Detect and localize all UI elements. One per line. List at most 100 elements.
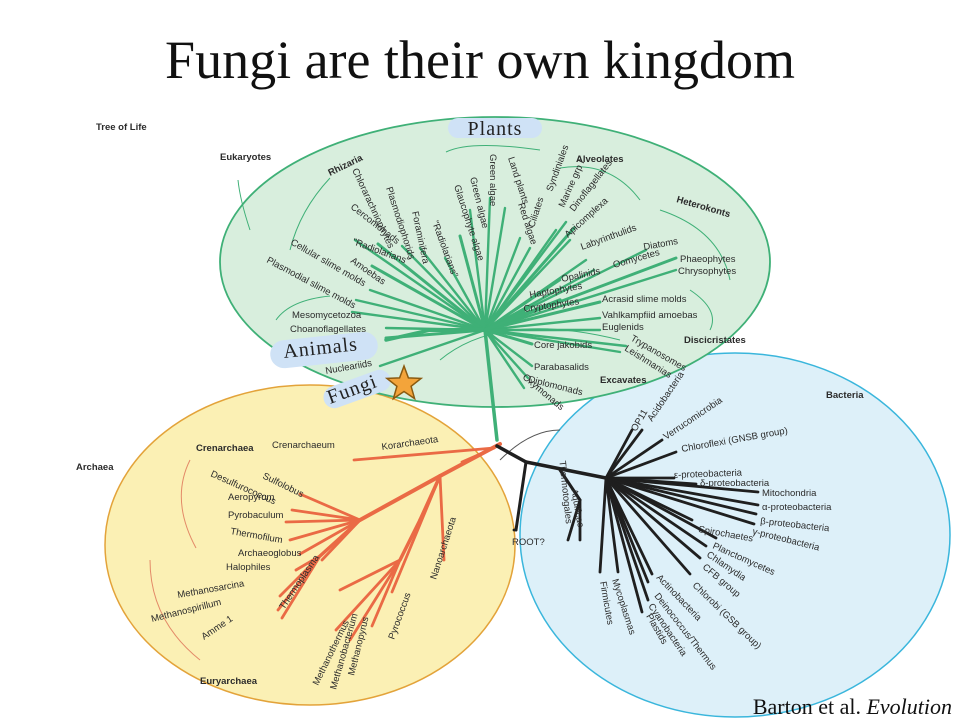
archaea-branch	[290, 508, 362, 522]
eukaryote-label: Phaeophytes	[680, 254, 736, 265]
bacteria-branch	[604, 476, 708, 548]
eukaryote-branch	[483, 328, 534, 346]
bacteria-label: ROOT?	[512, 537, 545, 548]
bacteria-label: Mitochondria	[762, 488, 817, 499]
archaea-label: Halophiles	[226, 562, 271, 573]
eukaryote-branch	[483, 238, 572, 332]
citation: Barton et al. Evolution	[753, 694, 952, 720]
tree-branch	[558, 468, 582, 502]
archaea-branch	[298, 492, 362, 522]
eukaryote-branch	[483, 298, 532, 332]
eukaryote-label: Parabasalids	[534, 362, 589, 373]
bacteria-branch	[604, 428, 644, 480]
bacteria-branch	[604, 450, 678, 480]
group-label-alveolates: Alveolates	[576, 154, 624, 165]
bacteria-region	[519, 352, 951, 718]
eukaryote-branch	[400, 244, 487, 332]
bacteria-label: α-proteobacteria	[762, 502, 832, 513]
eukaryote-branch	[468, 208, 487, 332]
tree-branch	[483, 298, 562, 332]
bacteria-branch	[604, 476, 756, 526]
eukaryote-branch	[354, 298, 487, 332]
plants-highlight	[448, 118, 542, 138]
domain-label-eukaryotes: Eukaryotes	[220, 152, 271, 163]
tree-branch	[524, 460, 608, 480]
eukaryote-label: Mesomycetozoa	[292, 310, 362, 321]
group-arc	[445, 145, 541, 153]
bacteria-branch	[598, 476, 608, 574]
eukaryote-branch	[378, 328, 487, 368]
domain-label-bacteria: Bacteria	[826, 390, 864, 401]
bacteria-branch	[604, 476, 718, 540]
group-arc	[289, 177, 331, 251]
eukaryote-branch	[483, 196, 492, 332]
slide-title: Fungi are their own kingdom	[165, 30, 795, 90]
archaea-branch	[284, 518, 362, 524]
eukaryote-branch	[483, 316, 602, 332]
bacteria-branch	[604, 476, 702, 560]
eukaryote-branch	[418, 246, 487, 332]
eukaryote-branches	[350, 196, 678, 442]
bacteria-trunk	[495, 444, 528, 464]
tree-heading: Tree of Life	[96, 122, 147, 133]
eukaryote-label: Choanoflagellates	[290, 324, 366, 335]
group-label-discicristates: Discicristates	[684, 335, 746, 346]
archaea-branch	[280, 554, 322, 620]
archaea-label: Archaeoglobus	[238, 548, 302, 559]
group-arc	[149, 559, 201, 661]
group-arc	[559, 166, 641, 201]
bacteria-branch	[604, 476, 620, 574]
tree-branch	[398, 518, 422, 562]
citation-work: Evolution	[866, 694, 952, 719]
eukaryote-branch	[458, 234, 487, 332]
group-arc	[275, 295, 331, 321]
tree-branch	[384, 328, 432, 342]
eukaryote-branch	[483, 236, 522, 332]
group-label-excavates: Excavates	[600, 375, 646, 386]
eukaryote-branch	[443, 256, 487, 332]
fungi-highlight	[323, 369, 391, 409]
fungi-star-icon	[384, 363, 424, 401]
eukaryote-branch	[483, 268, 678, 332]
group-label-crenarchaea: Crenarchaea	[196, 443, 254, 454]
eukaryote-label: Euglenids	[602, 322, 644, 333]
bacteria-branch	[604, 476, 650, 602]
group-label-euryarchaea: Euryarchaea	[200, 676, 258, 687]
domain-label-archaea: Archaea	[76, 462, 114, 473]
eukaryote-label: Vahlkampfiid amoebas	[602, 310, 698, 321]
eukaryote-label: Green algae	[487, 154, 498, 206]
eukaryote-label: Core jakobids	[534, 340, 592, 351]
eukaryote-branch	[483, 300, 602, 332]
eukaryote-branch	[483, 328, 622, 354]
eukaryote-branch	[483, 328, 530, 380]
group-arc	[499, 429, 561, 461]
archaea-branch	[348, 558, 402, 642]
archaea-region	[104, 384, 516, 706]
plants-callout: Plants	[468, 118, 523, 140]
archaea-label: Aeropyrum	[228, 492, 275, 503]
bacteria-branch	[604, 476, 760, 507]
eukaryote-branch	[483, 206, 507, 332]
archaea-branch	[370, 558, 402, 628]
tree-branch	[358, 474, 442, 522]
trunk-branch	[483, 328, 499, 442]
eukaryote-branch	[350, 310, 487, 332]
archaea-label: Pyrobaculum	[228, 510, 284, 521]
bacteria-branch	[604, 476, 758, 516]
eukaryote-branch	[483, 246, 532, 332]
tree-branch	[514, 460, 528, 532]
eukaryote-branch	[376, 242, 487, 332]
bacteria-branch	[604, 438, 664, 480]
archaea-branch	[438, 474, 446, 562]
eukaryote-branch	[353, 238, 487, 332]
group-arc	[659, 209, 731, 281]
archaea-branches	[276, 442, 502, 642]
bacteria-label: ε-proteobacteria	[674, 468, 743, 481]
animals-highlight	[270, 331, 378, 369]
archaea-branch	[460, 446, 496, 464]
citation-authors: Barton et al.	[752, 694, 861, 719]
archaea-branch	[352, 446, 496, 462]
archaea-branch	[334, 558, 402, 632]
eukaryote-label: Chrysophytes	[678, 266, 736, 277]
